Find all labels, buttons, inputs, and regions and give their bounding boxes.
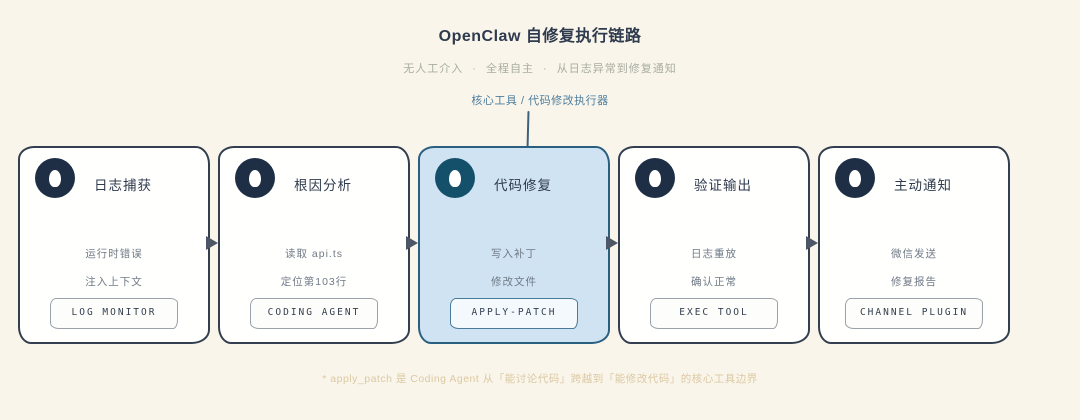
step-line: 修复报告 — [891, 276, 937, 288]
step-card-verify-output: 验证输出 日志重放 确认正常 EXEC TOOL — [618, 146, 810, 344]
openclaw-logo-icon — [635, 158, 675, 198]
step-badge: CHANNEL PLUGIN — [844, 298, 984, 329]
openclaw-logo-icon — [835, 158, 875, 198]
openclaw-logo-icon — [235, 158, 275, 198]
page-subtitle: 无人工介入 · 全程自主 · 从日志异常到修复通知 — [403, 63, 677, 75]
step-badge: APPLY-PATCH — [450, 298, 578, 329]
step-title: 日志捕获 — [94, 178, 152, 193]
step-line: 读取 api.ts — [284, 248, 343, 260]
step-title: 验证输出 — [694, 178, 752, 193]
step-line: 运行时错误 — [85, 248, 143, 260]
step-badge: CODING AGENT — [250, 298, 378, 329]
callout-pointer-line — [526, 110, 530, 150]
step-line: 写入补丁 — [491, 248, 537, 260]
flow-arrow-icon — [606, 236, 618, 250]
step-title: 代码修复 — [494, 178, 552, 193]
page-title: OpenClaw 自修复执行链路 — [438, 28, 642, 45]
step-title: 主动通知 — [894, 178, 952, 193]
step-line: 注入上下文 — [85, 276, 143, 288]
step-card-code-fix: 代码修复 写入补丁 修改文件 APPLY-PATCH — [418, 146, 610, 344]
step-card-notify: 主动通知 微信发送 修复报告 CHANNEL PLUGIN — [818, 146, 1010, 344]
footnote: * apply_patch 是 Coding Agent 从「能讨论代码」跨越到… — [322, 373, 758, 385]
step-badge: EXEC TOOL — [650, 298, 778, 329]
flow-arrow-icon — [206, 236, 218, 250]
callout-label: 核心工具 / 代码修改执行器 — [471, 95, 609, 107]
flow-arrow-icon — [406, 236, 418, 250]
step-line: 日志重放 — [691, 248, 737, 260]
openclaw-logo-icon — [435, 158, 475, 198]
step-line: 微信发送 — [891, 248, 937, 260]
step-title: 根因分析 — [294, 178, 352, 193]
step-line: 定位第103行 — [280, 276, 348, 288]
step-card-root-cause: 根因分析 读取 api.ts 定位第103行 CODING AGENT — [218, 146, 410, 344]
openclaw-logo-icon — [35, 158, 75, 198]
step-line: 修改文件 — [491, 276, 537, 288]
step-line: 确认正常 — [691, 276, 737, 288]
flow-arrow-icon — [806, 236, 818, 250]
step-badge: LOG MONITOR — [50, 298, 178, 329]
step-card-log-capture: 日志捕获 运行时错误 注入上下文 LOG MONITOR — [18, 146, 210, 344]
